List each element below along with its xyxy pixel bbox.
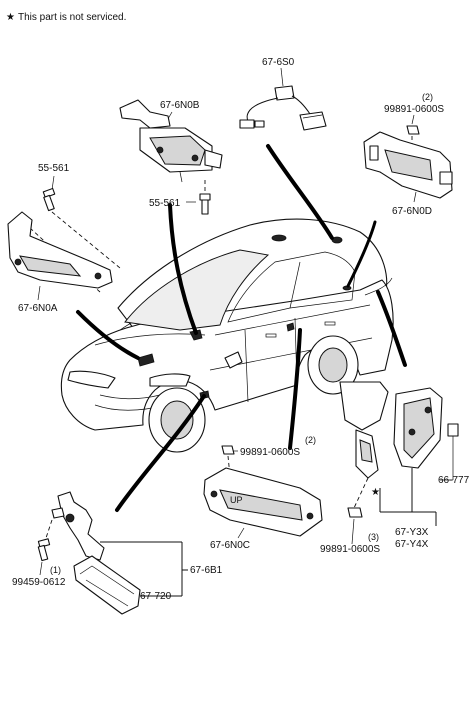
part-67-6N0A: 55-561 67-6N0A	[7, 163, 121, 314]
label-55-561-left: 55-561	[38, 163, 70, 174]
vehicle-body	[60, 218, 394, 453]
part-67-6S0: 67-6S0	[239, 57, 327, 131]
part-55-561-mid: 55-561	[149, 180, 211, 215]
not-serviced-note: This part is not serviced.	[18, 12, 126, 23]
label-99891-0600S-bot: 99891-0600S	[320, 544, 380, 555]
not-serviced-star-marker: ★	[371, 487, 380, 498]
qty-top: (2)	[422, 92, 433, 102]
part-67-6N0D: (2) 99891-0600S 67-6N0D	[363, 92, 453, 217]
qty-bot: (3)	[368, 532, 379, 542]
module-marking: UP	[230, 495, 243, 505]
pointer-lines	[76, 144, 407, 512]
not-serviced-star: ★	[6, 12, 15, 23]
part-67-6N0C: (2) 99891-0600S UP 67-6N0C	[203, 435, 323, 551]
label-67-6N0C: 67-6N0C	[210, 540, 250, 551]
label-67-6N0D: 67-6N0D	[392, 206, 432, 217]
label-67-6B1: 67-6B1	[190, 565, 223, 576]
label-67-Y3X: 67-Y3X	[395, 527, 429, 538]
part-67-6N0B: 67-6N0B	[119, 99, 223, 183]
part-67-6B1-assembly: (1) 99459-0612 67-6B1 67-720	[12, 491, 223, 615]
label-67-6N0B: 67-6N0B	[160, 100, 200, 111]
part-67-Y3X-assembly: 66-777 67-Y3X 67-Y4X ★ (3) 99891-0600S	[320, 381, 470, 555]
label-67-6N0A: 67-6N0A	[18, 303, 58, 314]
label-99891-0600S-top: 99891-0600S	[384, 104, 444, 115]
label-66-777: 66-777	[438, 475, 470, 486]
label-67-720: 67-720	[140, 591, 172, 602]
qty-99459: (1)	[50, 565, 61, 575]
label-55-561-mid: 55-561	[149, 198, 181, 209]
label-67-6S0: 67-6S0	[262, 57, 295, 68]
label-99891-0600S-mid: 99891-0600S	[240, 447, 300, 458]
qty-mid: (2)	[305, 435, 316, 445]
label-99459-0612: 99459-0612	[12, 577, 66, 588]
label-67-Y4X: 67-Y4X	[395, 539, 429, 550]
